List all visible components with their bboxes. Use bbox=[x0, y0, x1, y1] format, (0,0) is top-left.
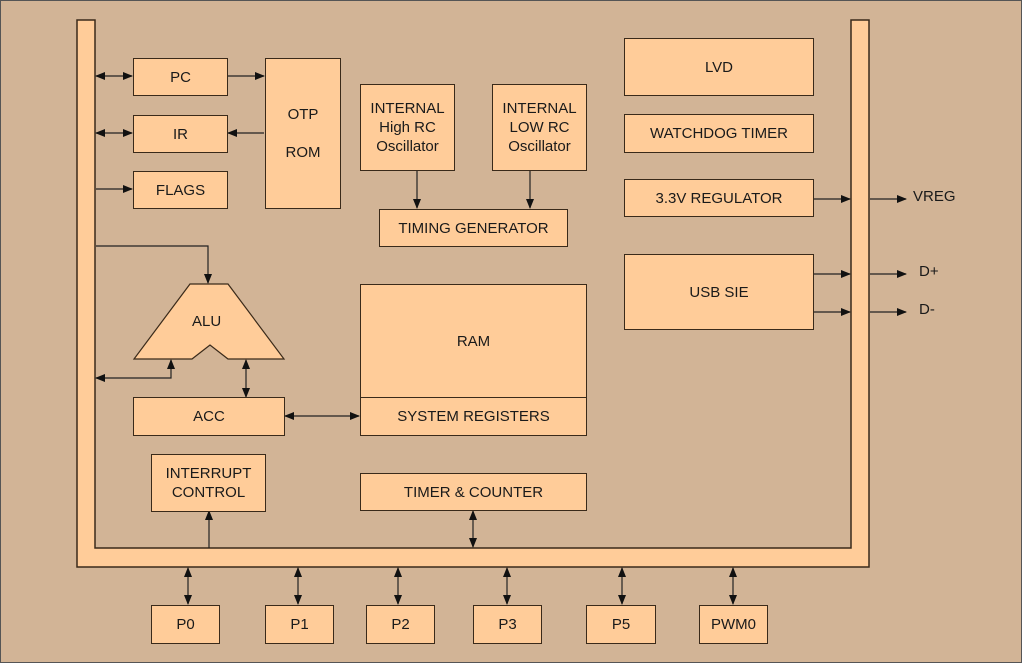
port-p2: P2 bbox=[366, 605, 435, 644]
ir-block: IR bbox=[133, 115, 228, 153]
flags-block: FLAGS bbox=[133, 171, 228, 209]
pc-block: PC bbox=[133, 58, 228, 96]
alu-bus-arrow bbox=[95, 359, 175, 382]
d-plus-label: D+ bbox=[919, 263, 939, 280]
watchdog-timer-block: WATCHDOG TIMER bbox=[624, 114, 814, 153]
regulator-block: 3.3V REGULATOR bbox=[624, 179, 814, 217]
timer-counter-block: TIMER & COUNTER bbox=[360, 473, 587, 511]
system-registers-block: SYSTEM REGISTERS bbox=[360, 397, 587, 436]
otp-rom-block: OTP ROM bbox=[265, 58, 341, 209]
d-minus-label: D- bbox=[919, 301, 935, 318]
port-pwm0: PWM0 bbox=[699, 605, 768, 644]
port-p1: P1 bbox=[265, 605, 334, 644]
low-rc-oscillator-block: INTERNAL LOW RC Oscillator bbox=[492, 84, 587, 171]
acc-block: ACC bbox=[133, 397, 285, 436]
high-rc-oscillator-block: INTERNAL High RC Oscillator bbox=[360, 84, 455, 171]
timing-generator-block: TIMING GENERATOR bbox=[379, 209, 568, 247]
port-p0: P0 bbox=[151, 605, 220, 644]
usb-sie-block: USB SIE bbox=[624, 254, 814, 330]
bus-alu-arrow bbox=[96, 245, 212, 284]
lvd-block: LVD bbox=[624, 38, 814, 96]
ram-block: RAM bbox=[360, 284, 587, 399]
port-p5: P5 bbox=[586, 605, 656, 644]
vreg-label: VREG bbox=[913, 188, 956, 205]
alu-label: ALU bbox=[192, 313, 222, 330]
port-p3: P3 bbox=[473, 605, 542, 644]
interrupt-control-block: INTERRUPT CONTROL bbox=[151, 454, 266, 512]
alu-shape bbox=[132, 283, 286, 360]
system-bus bbox=[76, 19, 870, 568]
